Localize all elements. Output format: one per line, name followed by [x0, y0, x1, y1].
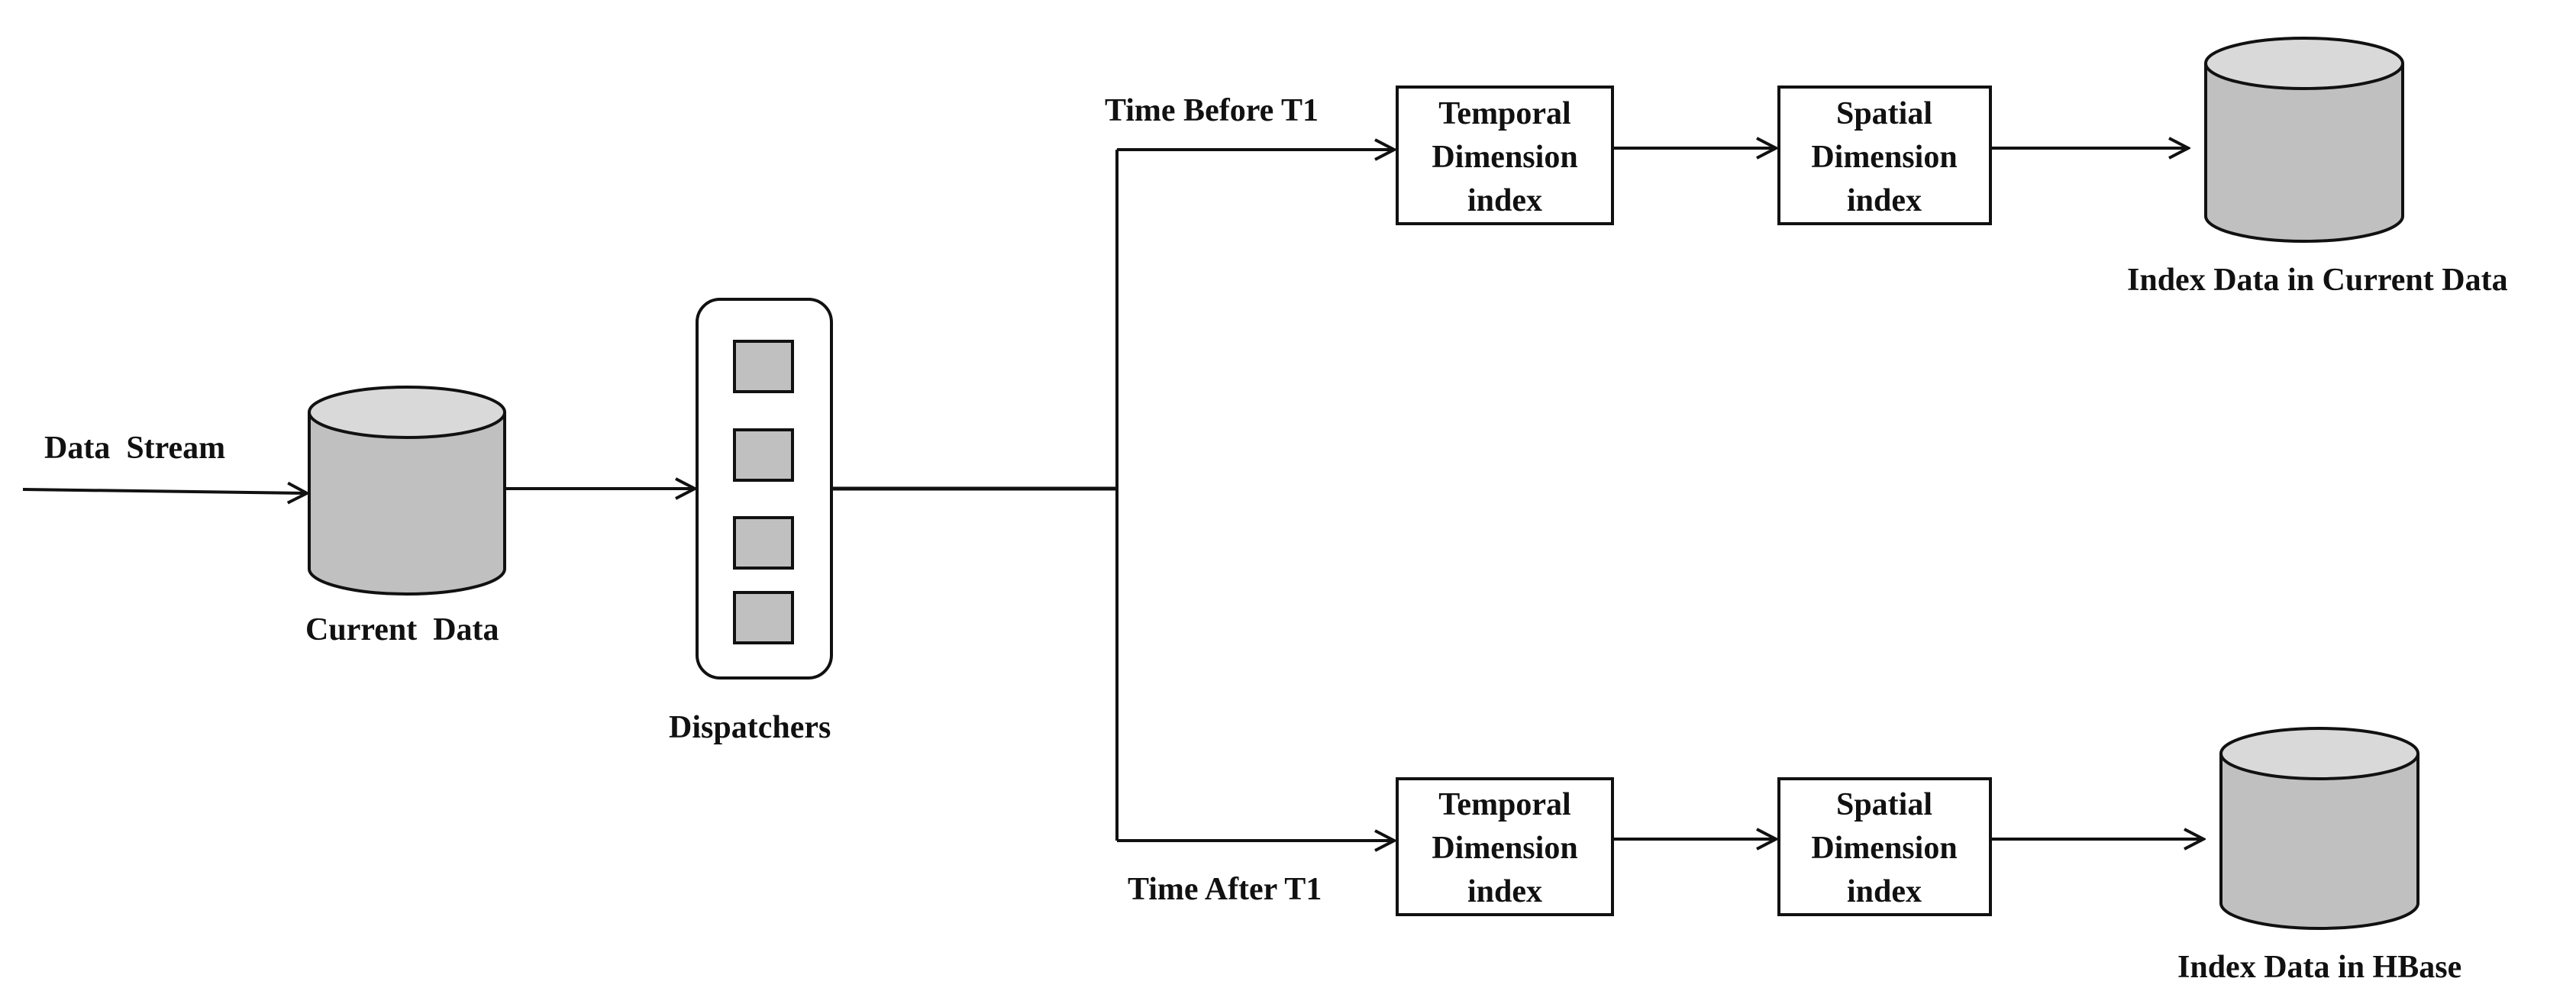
top-spatial-box: Spatial Dimension index [1777, 86, 1992, 225]
time-after-label: Time After T1 [1128, 872, 1322, 907]
current-data-label: Current Data [305, 612, 499, 647]
time-before-label: Time Before T1 [1105, 93, 1319, 128]
input-arrow [22, 489, 307, 493]
box-line: index [1467, 183, 1542, 218]
index-hbase-cylinder [2219, 727, 2419, 930]
box-line: Dimension [1432, 831, 1577, 866]
box-line: Spatial [1836, 96, 1932, 131]
bottom-temporal-box: Temporal Dimension index [1396, 777, 1614, 916]
data-stream-label: Data Stream [44, 431, 225, 466]
bottom-spatial-box: Spatial Dimension index [1777, 777, 1992, 916]
box-line: Dimension [1432, 140, 1577, 175]
box-line: index [1847, 183, 1922, 218]
box-line: Temporal [1438, 787, 1570, 822]
box-line: Dimension [1811, 140, 1957, 175]
box-line: index [1847, 874, 1922, 909]
dispatchers-label: Dispatchers [669, 710, 831, 745]
index-current-cylinder [2204, 37, 2404, 243]
index-hbase-label: Index Data in HBase [2177, 950, 2461, 985]
box-line: Spatial [1836, 787, 1932, 822]
dispatcher-slot [733, 591, 794, 644]
box-line: Temporal [1438, 96, 1570, 131]
dispatcher-slot [733, 340, 794, 393]
current-data-cylinder [308, 386, 506, 596]
box-line: Dimension [1811, 831, 1957, 866]
top-temporal-box: Temporal Dimension index [1396, 86, 1614, 225]
dispatcher-slot [733, 428, 794, 482]
dispatcher-slot [733, 516, 794, 570]
dispatchers-container [696, 298, 833, 680]
box-line: index [1467, 874, 1542, 909]
index-current-label: Index Data in Current Data [2127, 263, 2508, 298]
